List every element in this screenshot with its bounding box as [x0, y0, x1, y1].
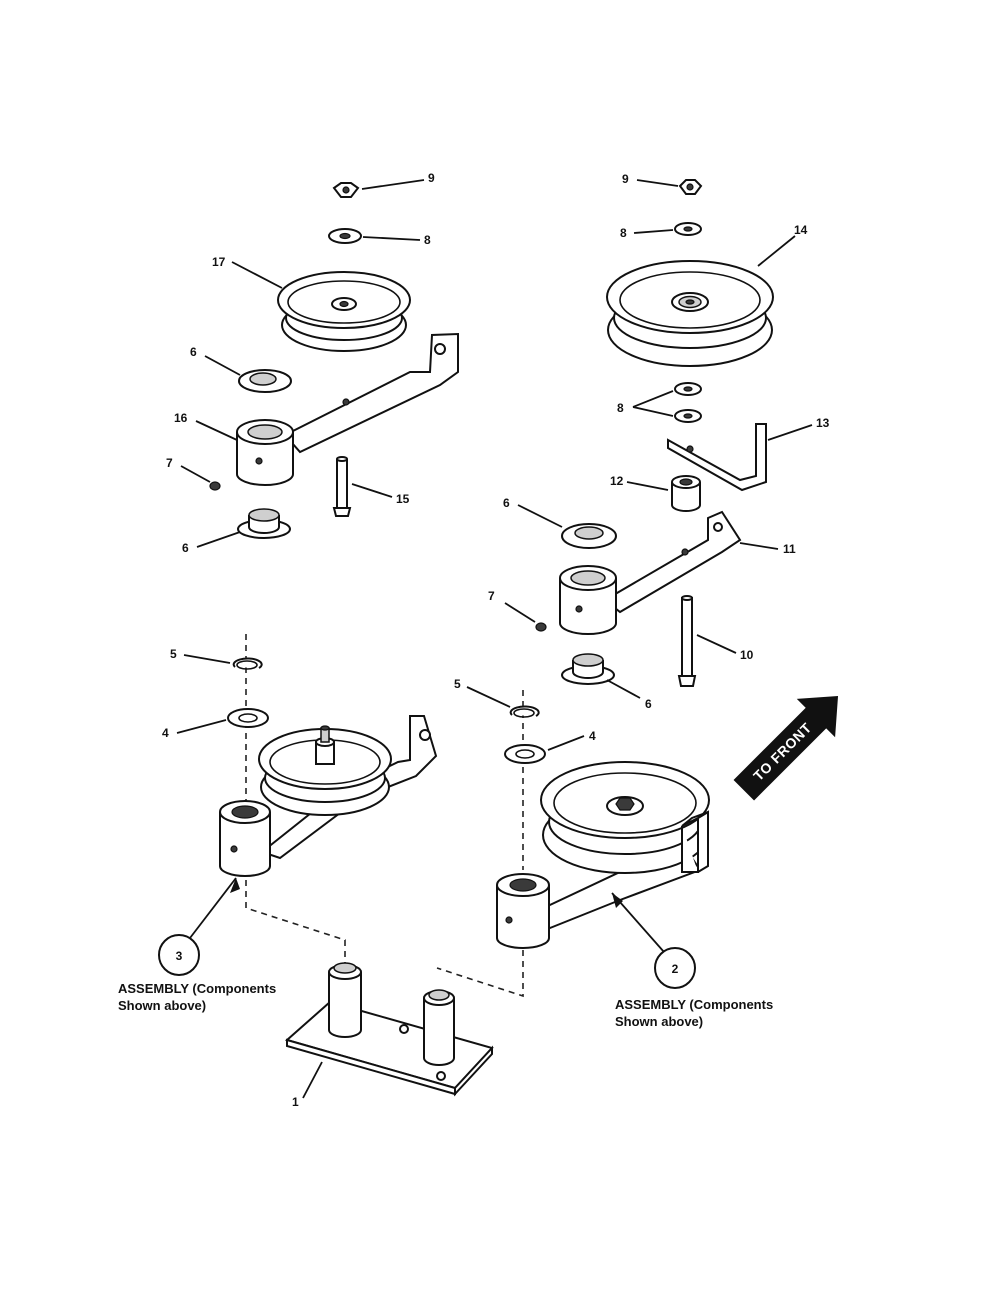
- leader-15: [351, 483, 393, 498]
- callout-13: 13: [816, 416, 830, 430]
- callout-4-left: 4: [162, 726, 169, 740]
- leader-5-left: [183, 654, 231, 664]
- arrowhead-assembly-2: [612, 893, 623, 908]
- leader-5-right: [466, 686, 511, 708]
- part-assembly-2-hub: [496, 873, 550, 949]
- callout-12: 12: [610, 474, 624, 488]
- callout-15: 15: [396, 492, 410, 506]
- part-hub-right: [559, 565, 617, 635]
- part-washer-right: [674, 222, 702, 236]
- leader-10: [696, 634, 737, 654]
- callout-4-right: 4: [589, 729, 596, 743]
- leader-11: [739, 542, 779, 550]
- assembly-2-circle: [654, 947, 696, 989]
- part-washer-pair: [674, 382, 702, 423]
- callout-8-pair: 8: [617, 401, 624, 415]
- leader-13: [767, 424, 813, 441]
- leader-4-left: [176, 719, 227, 734]
- callout-6-lower-left: 6: [182, 541, 189, 555]
- part-assembly-3-hub: [219, 800, 271, 877]
- callout-5-right: 5: [454, 677, 461, 691]
- assembly-3-label-line1: ASSEMBLY (Components: [118, 981, 276, 996]
- part-base-plate-1: [284, 962, 494, 1097]
- part-nut-right: [678, 179, 703, 195]
- leader-6-lower-left: [196, 531, 241, 548]
- part-setscrew-upper: [209, 481, 221, 491]
- callout-5-left: 5: [170, 647, 177, 661]
- leader-8-pair-b: [632, 406, 674, 417]
- leader-assembly-3: [189, 877, 237, 939]
- part-washer-left: [328, 228, 362, 244]
- leader-6-lower-right: [606, 679, 641, 699]
- callout-6-upper-right: 6: [503, 496, 510, 510]
- part-washer-4-left: [227, 708, 269, 728]
- assembly-3-label-line2: Shown above): [118, 998, 206, 1013]
- part-bracket-13: [667, 423, 767, 492]
- callout-6-upper-left: 6: [190, 345, 197, 359]
- part-nut-left: [332, 182, 360, 198]
- centerline-right-to-base: [436, 950, 524, 998]
- arrow-shape: [733, 695, 839, 801]
- part-washer-4-right: [504, 744, 546, 764]
- part-hub-16: [236, 419, 294, 486]
- part-setscrew-right: [535, 622, 547, 632]
- part-bolt-10: [677, 595, 697, 687]
- leader-4-right: [547, 735, 585, 751]
- assembly-2-label-line2: Shown above): [615, 1014, 703, 1029]
- part-spacer-12: [671, 475, 701, 512]
- assembly-3-circle: [158, 934, 200, 976]
- assembly-2-number: 2: [672, 962, 679, 976]
- callout-11: 11: [783, 542, 796, 556]
- leader-7-upper: [180, 465, 211, 483]
- leader-8-right: [633, 229, 674, 234]
- leader-16: [195, 420, 238, 441]
- part-pulley-14: [606, 260, 774, 367]
- leader-17: [231, 261, 283, 289]
- callout-6-lower-right: 6: [645, 697, 652, 711]
- assembly-3-number: 3: [176, 949, 183, 963]
- callout-1: 1: [292, 1095, 299, 1109]
- to-front-arrow: TO FRONT: [733, 695, 839, 801]
- callout-8-left: 8: [424, 233, 431, 247]
- part-bushing-upper-left: [238, 369, 292, 393]
- callout-9-right: 9: [622, 172, 629, 186]
- leader-12: [626, 481, 669, 491]
- callout-16: 16: [174, 411, 188, 425]
- part-bushing-lower-left: [237, 508, 291, 539]
- leader-9-right: [636, 179, 679, 187]
- callout-9-left: 9: [428, 171, 435, 185]
- part-idler-arm-left: [283, 332, 459, 454]
- callout-7-right: 7: [488, 589, 495, 603]
- leader-8-left: [362, 236, 421, 241]
- leader-1: [302, 1061, 323, 1099]
- leader-7-right: [504, 602, 536, 623]
- callout-10: 10: [740, 648, 754, 662]
- part-bushing-lower-right: [561, 653, 615, 685]
- part-pulley-17: [277, 271, 411, 352]
- to-front-label: TO FRONT: [750, 719, 815, 784]
- part-snap-ring-left: [232, 657, 263, 670]
- part-bushing-upper-right: [561, 523, 617, 549]
- leader-14: [757, 235, 796, 267]
- callout-8-right: 8: [620, 226, 627, 240]
- leader-9-left: [361, 179, 425, 190]
- callout-7-upper: 7: [166, 456, 173, 470]
- part-bolt-15: [332, 456, 352, 517]
- part-idler-arm-11: [603, 510, 742, 614]
- part-assembly-3-pulley: [258, 725, 392, 816]
- part-assembly-2-pulley: [540, 761, 710, 874]
- part-snap-ring-right: [509, 705, 540, 718]
- part-assembly-2-bracket: [681, 810, 709, 873]
- leader-6-upper-right: [517, 504, 563, 528]
- callout-17: 17: [212, 255, 226, 269]
- leader-8-pair-a: [632, 390, 674, 408]
- leader-6-upper-left: [204, 355, 241, 376]
- callout-14: 14: [794, 223, 808, 237]
- assembly-2-label-line1: ASSEMBLY (Components: [615, 997, 773, 1012]
- arrowhead-assembly-3: [230, 878, 240, 893]
- centerline-left-to-base: [245, 880, 346, 964]
